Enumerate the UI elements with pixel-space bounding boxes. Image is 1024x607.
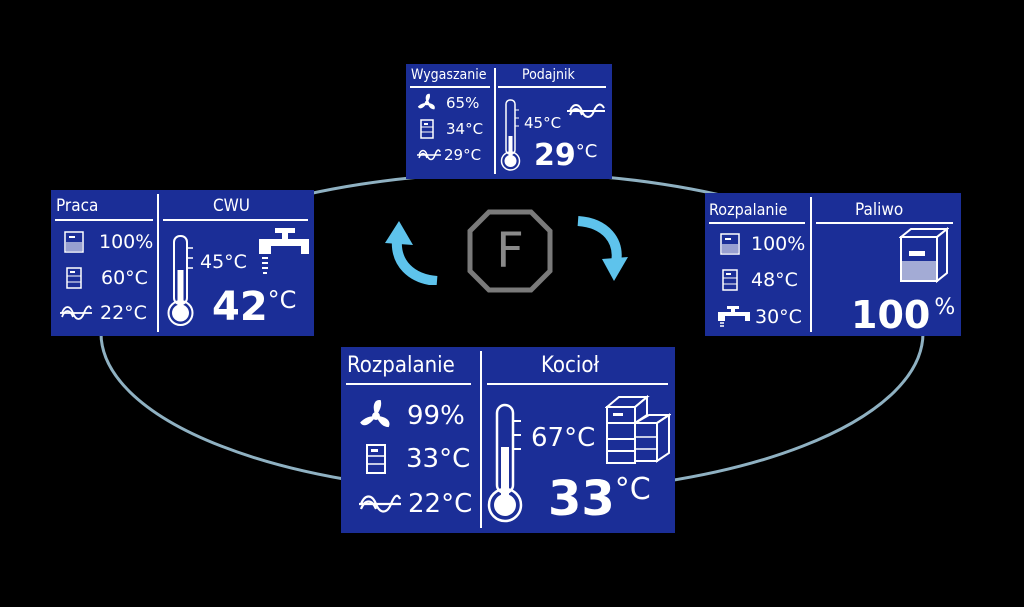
boiler-icon <box>420 119 434 139</box>
set-temperature: 45°C <box>200 251 247 273</box>
fan-value: 99% <box>407 401 465 431</box>
current-temperature: 42°C <box>212 284 297 330</box>
fuel-hopper-icon <box>720 233 740 255</box>
panel-fuel[interactable]: Rozpalanie Paliwo 100% 48°C <box>705 193 961 337</box>
octagon-icon <box>467 209 553 293</box>
panel-mode-label: Rozpalanie <box>347 353 455 378</box>
boiler-icon <box>366 444 386 474</box>
feeder-value: 22°C <box>408 489 473 519</box>
tap-value: 30°C <box>755 306 802 328</box>
rotate-left-arrow-icon[interactable] <box>385 215 445 285</box>
panel-mode-label: Praca <box>56 196 99 216</box>
feeder-row: 22°C <box>59 302 147 324</box>
function-button[interactable]: F <box>467 209 553 293</box>
fuel-value: 100% <box>99 231 154 253</box>
rotate-right-arrow-icon[interactable] <box>570 215 630 285</box>
set-temperature: 67°C <box>531 423 596 453</box>
set-temperature: 45°C <box>524 114 562 132</box>
function-button-label: F <box>496 223 524 279</box>
fuel-value: 100% <box>751 233 806 255</box>
boiler-row: 60°C <box>65 266 148 290</box>
boiler-icon <box>605 394 671 464</box>
fan-row: 99% <box>357 397 465 435</box>
current-temperature: 33°C <box>548 471 651 527</box>
water-tap-icon <box>718 306 750 327</box>
fan-value: 65% <box>446 94 480 112</box>
thermometer-icon <box>500 99 521 171</box>
panel-hot-water[interactable]: Praca CWU 100% 60°C <box>51 190 314 336</box>
panel-title: Paliwo <box>855 200 904 220</box>
fuel-row: 100% <box>719 232 805 256</box>
fan-icon <box>360 399 390 428</box>
fuel-level: 100% <box>851 293 956 337</box>
fuel-hopper-icon <box>899 227 949 284</box>
feeder-value: 29°C <box>444 146 482 164</box>
boiler-value: 60°C <box>101 267 148 289</box>
panel-title: Kocioł <box>541 353 600 378</box>
boiler-row: 48°C <box>721 268 798 292</box>
boiler-value: 48°C <box>751 269 798 291</box>
feeder-icon <box>60 305 92 320</box>
thermometer-icon <box>487 403 523 523</box>
feeder-value: 22°C <box>100 302 147 324</box>
boiler-row: 34°C <box>420 119 483 139</box>
feeder-row: 29°C <box>416 146 481 164</box>
panel-mode-label: Wygaszanie <box>411 67 487 83</box>
tap-row: 30°C <box>717 305 802 329</box>
panel-mode-label: Rozpalanie <box>709 200 788 219</box>
fuel-hopper-icon <box>64 231 84 253</box>
feeder-row: 22°C <box>358 489 472 519</box>
panel-boiler[interactable]: Rozpalanie Kocioł 99% 33°C <box>341 347 675 533</box>
feeder-icon <box>417 149 441 161</box>
water-tap-icon <box>259 228 309 274</box>
panel-title: CWU <box>213 196 251 216</box>
feeder-icon <box>567 103 605 118</box>
boiler-icon <box>66 267 82 289</box>
thermometer-icon <box>167 235 194 326</box>
current-temperature: 29°C <box>534 138 598 173</box>
panel-feeder[interactable]: Wygaszanie Podajnik 65% 34°C <box>406 64 612 179</box>
boiler-row: 33°C <box>365 443 470 475</box>
fan-row: 65% <box>416 92 479 114</box>
boiler-icon <box>722 269 738 291</box>
boiler-value: 33°C <box>406 444 471 474</box>
panel-title: Podajnik <box>522 67 575 83</box>
fan-icon <box>417 93 435 110</box>
boiler-value: 34°C <box>446 120 484 138</box>
fuel-row: 100% <box>63 230 153 254</box>
feeder-icon <box>359 494 402 513</box>
